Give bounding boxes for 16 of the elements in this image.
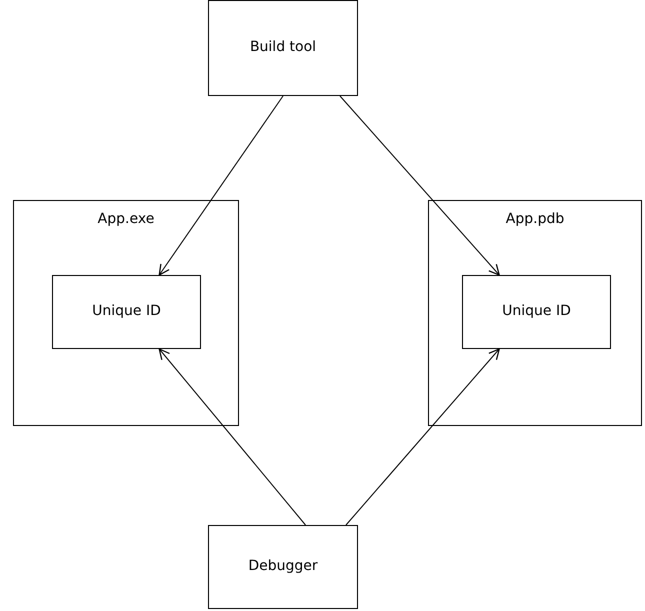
node-label: Unique ID: [91, 303, 162, 319]
process-box: [208, 525, 358, 609]
node-label: Unique ID: [501, 303, 572, 319]
file-box: [13, 200, 239, 426]
arrow: [346, 348, 500, 526]
arrow: [158, 96, 284, 276]
arrow: [158, 348, 306, 526]
file-name: App.exe: [96, 211, 156, 227]
file-name: App.pdb: [504, 211, 566, 227]
process-box: [208, 0, 358, 96]
id-box: [462, 275, 611, 349]
node-label: Build tool: [248, 39, 318, 55]
arrow: [340, 96, 500, 276]
id-box: [52, 275, 201, 349]
file-box: [428, 200, 642, 426]
node-label: Debugger: [247, 558, 319, 574]
